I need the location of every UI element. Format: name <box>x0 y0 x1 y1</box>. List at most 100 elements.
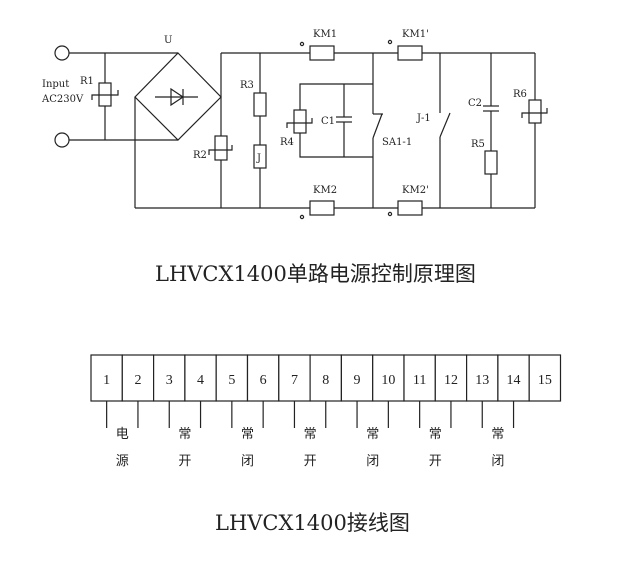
terminal-group-label: 常开 <box>304 427 317 469</box>
group-char: 常 <box>178 427 191 442</box>
r4-varistor <box>293 109 307 134</box>
r2-varistor <box>214 135 228 161</box>
voltage-label: AC230V <box>41 94 84 105</box>
group-char: 闭 <box>241 454 254 469</box>
terminal-8: 8 <box>309 354 343 428</box>
group-char: 源 <box>116 454 129 469</box>
group-char: 电 <box>116 427 129 442</box>
terminal-number: 1 <box>103 373 110 388</box>
terminal-number: 14 <box>507 373 521 388</box>
terminal-cell <box>372 354 405 402</box>
r4-label: R4 <box>280 137 294 148</box>
sa1-label: SA1-1 <box>382 137 412 148</box>
sa1-switch <box>372 113 383 139</box>
km2-label: KM2 <box>313 185 337 196</box>
terminal-cell <box>215 354 249 402</box>
r6-varistor <box>528 99 542 124</box>
terminal-13: 13 <box>466 354 499 428</box>
input-label: Input <box>42 79 69 90</box>
terminal-cell <box>121 354 155 402</box>
group-char: 开 <box>304 454 317 469</box>
u-label: U <box>164 35 172 46</box>
r3-resistor <box>253 92 267 117</box>
terminal-number: 11 <box>413 373 426 388</box>
wiring-title: LHVCX1400接线图 <box>215 511 410 535</box>
km1-prime-label: KM1' <box>402 29 429 40</box>
terminal-9: 9 <box>340 354 374 428</box>
input-terminal-bottom <box>54 132 70 148</box>
terminal-number: 8 <box>322 373 329 388</box>
terminal-group-label: 常闭 <box>491 427 504 469</box>
c2-label: C2 <box>468 98 482 109</box>
km1-contact <box>309 45 335 61</box>
j-label: J <box>256 153 261 164</box>
terminal-10: 10 <box>372 354 405 428</box>
terminal-cell <box>246 354 280 402</box>
terminal-15: 15 <box>528 354 562 402</box>
terminal-number: 15 <box>538 373 552 388</box>
terminal-group-label: 常开 <box>178 427 191 469</box>
terminal-cell <box>434 354 468 402</box>
group-char: 闭 <box>366 454 379 469</box>
terminal-2: 2 <box>121 354 155 428</box>
r2-label: R2 <box>193 150 207 161</box>
km1-label: KM1 <box>313 29 337 40</box>
km2-contact <box>309 200 335 216</box>
terminal-number: 7 <box>291 373 298 388</box>
group-char: 开 <box>429 454 442 469</box>
terminal-group-label: 常闭 <box>366 427 379 469</box>
terminal-group-label: 电源 <box>116 427 129 469</box>
terminal-number: 10 <box>381 373 395 388</box>
km2-prime-contact <box>397 200 423 216</box>
group-char: 常 <box>491 427 504 442</box>
r1-label: R1 <box>80 76 94 87</box>
terminal-12: 12 <box>434 354 468 428</box>
terminal-7: 7 <box>278 354 311 428</box>
terminal-number: 5 <box>228 373 235 388</box>
r5-resistor <box>484 150 498 175</box>
terminal-1: 1 <box>90 354 123 428</box>
terminal-cell <box>528 354 562 402</box>
schematic: Input AC230V R1 U R2 R3 J <box>41 29 548 286</box>
r5-label: R5 <box>471 139 485 150</box>
j1-switch <box>439 112 451 138</box>
group-char: 闭 <box>491 454 504 469</box>
group-char: 常 <box>429 427 442 442</box>
terminal-3: 3 <box>153 354 186 428</box>
group-char: 常 <box>304 427 317 442</box>
terminal-number: 6 <box>260 373 267 388</box>
terminal-number: 12 <box>444 373 458 388</box>
bridge-rectifier <box>134 52 222 141</box>
terminal-cell <box>466 354 499 402</box>
r3-label: R3 <box>240 80 254 91</box>
terminal-number: 13 <box>475 373 489 388</box>
schematic-title: LHVCX1400单路电源控制原理图 <box>155 262 476 286</box>
terminal-5: 5 <box>215 354 249 428</box>
terminal-number: 4 <box>197 373 204 388</box>
km2-prime-label: KM2' <box>402 185 429 196</box>
j1-label: J-1 <box>416 113 431 124</box>
km1-prime-contact <box>397 45 423 61</box>
terminal-cell <box>90 354 123 402</box>
terminal-14: 14 <box>497 354 530 428</box>
terminal-11: 11 <box>403 354 436 428</box>
terminal-cell <box>309 354 343 402</box>
group-char: 常 <box>241 427 254 442</box>
terminal-6: 6 <box>246 354 280 428</box>
terminal-cell <box>153 354 186 402</box>
terminal-group-label: 常开 <box>429 427 442 469</box>
terminal-number: 2 <box>134 373 141 388</box>
group-char: 常 <box>366 427 379 442</box>
terminal-group-label: 常闭 <box>241 427 254 469</box>
group-char: 开 <box>178 454 191 469</box>
c1-label: C1 <box>321 116 335 127</box>
terminal-4: 4 <box>184 354 217 428</box>
diode-icon <box>170 87 185 107</box>
input-terminal-top <box>54 45 70 61</box>
terminal-number: 9 <box>354 373 361 388</box>
terminal-number: 3 <box>166 373 173 388</box>
r6-label: R6 <box>513 89 527 100</box>
